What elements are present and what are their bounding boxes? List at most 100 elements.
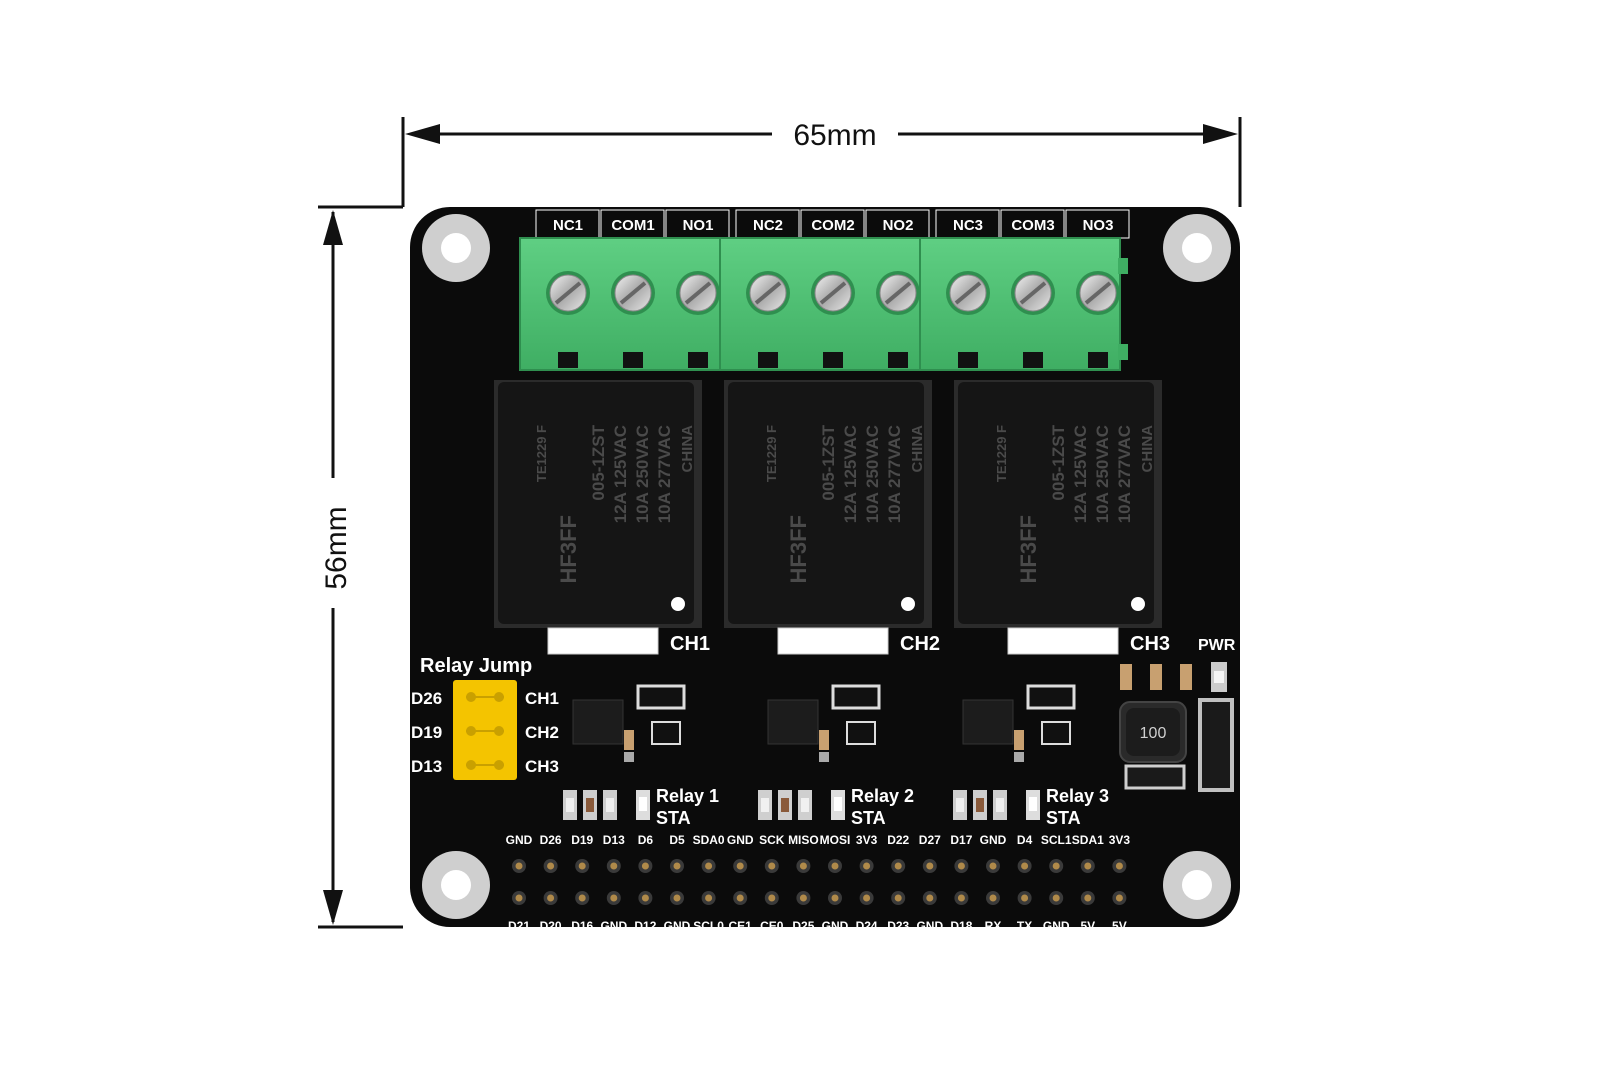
- relay-part: 005-1ZST: [1049, 424, 1068, 500]
- gpio-bottom-label: CE1: [729, 919, 753, 933]
- gpio-bottom-label: D24: [856, 919, 878, 933]
- relay-part: 005-1ZST: [819, 424, 838, 500]
- relay-model: HF3FF: [786, 515, 811, 583]
- gpio-pin: [957, 862, 965, 870]
- terminal-screw-nc2[interactable]: [746, 271, 790, 368]
- gpio-pin: [1115, 894, 1123, 902]
- terminal-screw-no1[interactable]: [676, 271, 720, 368]
- terminal-label-nc3: NC3: [953, 217, 983, 234]
- terminal-screw-com3[interactable]: [1011, 271, 1055, 368]
- gpio-pin: [1021, 862, 1029, 870]
- relay-model: HF3FF: [1016, 515, 1041, 583]
- width-label: 65mm: [793, 119, 876, 152]
- gpio-top-label: MOSI: [820, 833, 851, 847]
- terminal-label-no2: NO2: [883, 217, 914, 234]
- terminal-label-com3: COM3: [1011, 217, 1054, 234]
- terminal-screw-no3[interactable]: [1076, 271, 1120, 368]
- gpio-top-label: D22: [887, 833, 909, 847]
- gpio-top-label: D17: [950, 833, 972, 847]
- gpio-pin: [610, 862, 618, 870]
- gpio-pin: [515, 862, 523, 870]
- gpio-top-label: GND: [506, 833, 533, 847]
- relay-rating2: 10A 250VAC: [633, 425, 652, 523]
- gpio-bottom-label: D25: [792, 919, 814, 933]
- gpio-pin: [578, 862, 586, 870]
- gpio-bottom-label: GND: [822, 919, 849, 933]
- gpio-pin: [989, 862, 997, 870]
- gpio-pin: [768, 862, 776, 870]
- mounting-holes: [422, 214, 1231, 919]
- relay-rating3: 10A 277VAC: [885, 425, 904, 523]
- relay-rating1: 12A 125VAC: [1071, 425, 1090, 523]
- gpio-bottom-label: GND: [1043, 919, 1070, 933]
- channel-label-ch1: CH1: [670, 633, 710, 655]
- gpio-pin: [1084, 894, 1092, 902]
- inductor-marking: 100: [1140, 725, 1167, 742]
- relay-rating2: 10A 250VAC: [863, 425, 882, 523]
- gpio-top-label: D26: [540, 833, 562, 847]
- gpio-bottom-label: 5V: [1112, 919, 1127, 933]
- gpio-pin: [547, 894, 555, 902]
- channel-label-ch3: CH3: [1130, 633, 1170, 655]
- gpio-pin: [863, 862, 871, 870]
- terminal-screw-com1[interactable]: [611, 271, 655, 368]
- relay-jump-header: Relay Jump D26 D19 D13 CH1 CH2 CH3: [411, 655, 559, 780]
- gpio-pin: [863, 894, 871, 902]
- gpio-pin: [736, 894, 744, 902]
- gpio-pin: [894, 862, 902, 870]
- gpio-pin: [957, 894, 965, 902]
- relay-led-label: Relay 3: [1046, 786, 1109, 806]
- relay-jump-title: Relay Jump: [420, 655, 532, 677]
- gpio-top-label: SCK: [759, 833, 785, 847]
- gpio-top-label: SDA0: [693, 833, 725, 847]
- relay-body: [958, 382, 1154, 624]
- terminal-label-no3: NO3: [1083, 217, 1114, 234]
- gpio-pin: [705, 862, 713, 870]
- gpio-top-label: D19: [571, 833, 593, 847]
- gpio-pin: [736, 862, 744, 870]
- relay-rating2: 10A 250VAC: [1093, 425, 1112, 523]
- relay-rating3: 10A 277VAC: [655, 425, 674, 523]
- relay-origin: CHINA: [679, 425, 696, 473]
- gpio-pin: [989, 894, 997, 902]
- gpio-pin: [515, 894, 523, 902]
- gpio-pin: [610, 894, 618, 902]
- gpio-bottom-label: GND: [664, 919, 691, 933]
- gpio-pin: [641, 862, 649, 870]
- relay-cert: TE1229 F: [994, 425, 1009, 482]
- channel-label-ch2: CH2: [900, 633, 940, 655]
- gpio-pin: [799, 862, 807, 870]
- relay-rating1: 12A 125VAC: [841, 425, 860, 523]
- terminal-screw-com2[interactable]: [811, 271, 855, 368]
- gpio-pin: [831, 862, 839, 870]
- gpio-top-label: 3V3: [1109, 833, 1131, 847]
- gpio-bottom-label: GND: [916, 919, 943, 933]
- gpio-bottom-label: D12: [634, 919, 656, 933]
- power-section: PWR 100: [1119, 637, 1236, 792]
- relay-origin: CHINA: [909, 425, 926, 473]
- gpio-top-label: D13: [603, 833, 625, 847]
- gpio-pin: [831, 894, 839, 902]
- gpio-pin: [1052, 862, 1060, 870]
- relay-rating3: 10A 277VAC: [1115, 425, 1134, 523]
- jump-left-d13: D13: [411, 757, 442, 776]
- terminal-screw-nc3[interactable]: [946, 271, 990, 368]
- relay-rating1: 12A 125VAC: [611, 425, 630, 523]
- gpio-top-label: D4: [1017, 833, 1033, 847]
- terminal-label-nc2: NC2: [753, 217, 783, 234]
- terminal-screw-no2[interactable]: [876, 271, 920, 368]
- gpio-pin: [641, 894, 649, 902]
- terminal-screw-nc1[interactable]: [546, 271, 590, 368]
- gpio-bottom-label: 5V: [1080, 919, 1095, 933]
- gpio-bottom-label: D16: [571, 919, 593, 933]
- terminal-label-com2: COM2: [811, 217, 854, 234]
- gpio-top-label: D27: [919, 833, 941, 847]
- gpio-bottom-label: D21: [508, 919, 530, 933]
